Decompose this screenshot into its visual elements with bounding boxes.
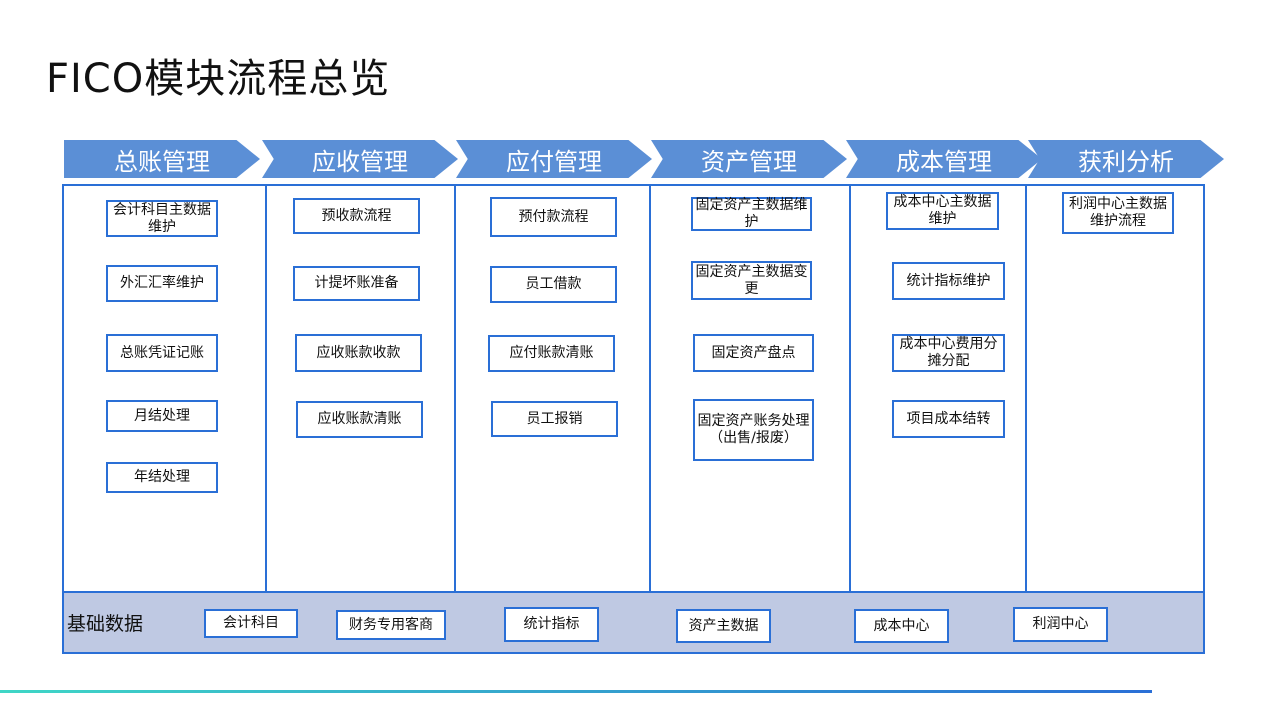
process-box[interactable]: 成本中心费用分摊分配 [892,334,1005,372]
process-box[interactable]: 总账凭证记账 [106,334,218,372]
base-data-box[interactable]: 资产主数据 [676,609,771,643]
process-box[interactable]: 应付账款清账 [488,335,615,372]
footer-gradient-line [0,690,1152,693]
column-divider [649,184,651,592]
process-box[interactable]: 预收款流程 [293,198,420,234]
process-box[interactable]: 统计指标维护 [892,262,1005,300]
stage-header-4: 资产管理 [651,140,847,178]
page-title: FICO模块流程总览 [46,56,391,102]
column-divider [849,184,851,592]
column-divider [1025,184,1027,592]
base-data-box[interactable]: 财务专用客商 [336,610,446,640]
process-box[interactable]: 外汇汇率维护 [106,265,218,302]
process-box[interactable]: 年结处理 [106,462,218,493]
stage-header-5: 成本管理 [846,140,1042,178]
process-frame [62,184,1205,654]
base-data-box[interactable]: 会计科目 [204,609,298,638]
process-box[interactable]: 固定资产盘点 [693,334,814,372]
process-box[interactable]: 员工借款 [490,266,617,303]
process-box[interactable]: 员工报销 [491,401,618,437]
base-data-label: 基础数据 [67,613,144,635]
process-box[interactable]: 利润中心主数据维护流程 [1062,192,1174,234]
stage-header-3: 应付管理 [456,140,652,178]
process-box[interactable]: 应收账款收款 [295,334,422,372]
process-box[interactable]: 固定资产主数据维护 [691,197,812,231]
process-box[interactable]: 固定资产主数据变更 [691,261,812,300]
process-box[interactable]: 预付款流程 [490,197,617,237]
stage-header-2: 应收管理 [262,140,458,178]
process-box[interactable]: 固定资产账务处理（出售/报废） [693,399,814,461]
column-divider [454,184,456,592]
stage-header-6: 获利分析 [1028,140,1224,178]
column-divider [265,184,267,592]
process-box[interactable]: 项目成本结转 [892,400,1005,438]
process-box[interactable]: 计提坏账准备 [293,266,420,301]
base-data-box[interactable]: 利润中心 [1013,607,1108,642]
base-data-box[interactable]: 统计指标 [504,607,599,642]
process-box[interactable]: 会计科目主数据维护 [106,200,218,237]
stage-header-1: 总账管理 [64,140,260,178]
process-box[interactable]: 月结处理 [106,400,218,432]
base-data-box[interactable]: 成本中心 [854,609,949,643]
process-box[interactable]: 成本中心主数据维护 [886,192,999,230]
process-box[interactable]: 应收账款清账 [296,401,423,438]
